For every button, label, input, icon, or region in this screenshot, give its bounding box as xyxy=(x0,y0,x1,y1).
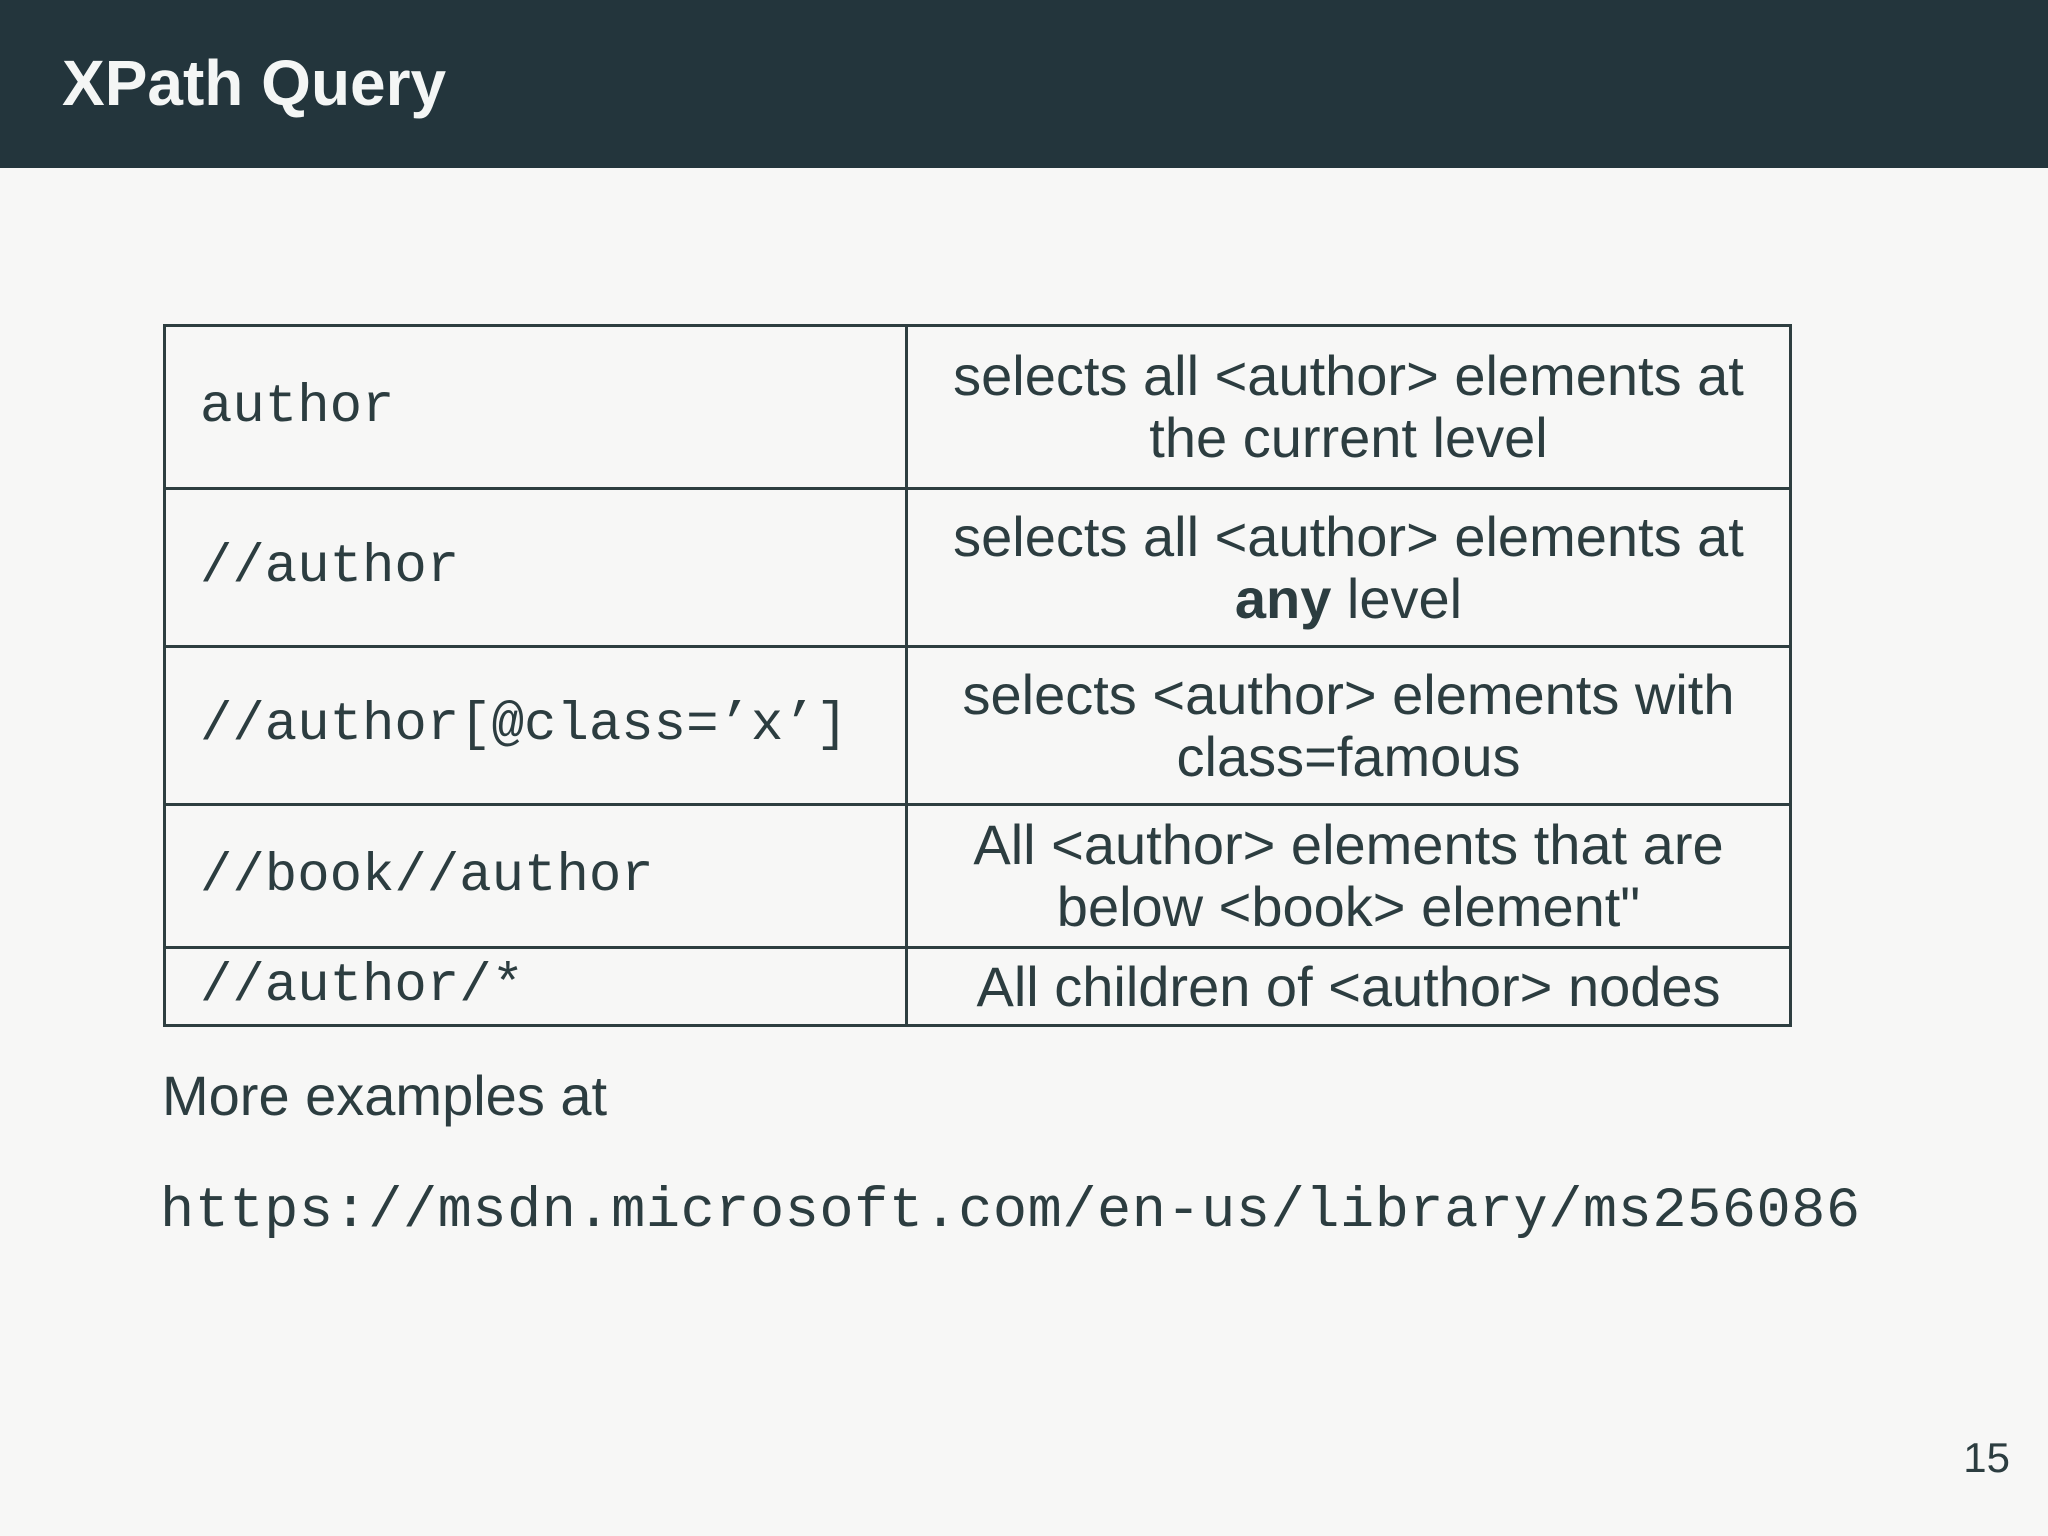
table-row: //author/* All children of <author> nodes xyxy=(163,946,1792,1027)
description-line: class=famous xyxy=(1176,724,1521,788)
xpath-query-cell: //author[@class=’x’] xyxy=(163,645,908,806)
examples-url: https://msdn.microsoft.com/en-us/library… xyxy=(160,1180,1861,1244)
xpath-description-cell: All children of <author> nodes xyxy=(905,946,1792,1027)
xpath-query-cell: //author/* xyxy=(163,946,908,1027)
xpath-query-cell: //book//author xyxy=(163,803,908,949)
xpath-query-cell: author xyxy=(163,324,908,490)
xpath-query-cell: //author xyxy=(163,487,908,648)
description-line: All children of <author> nodes xyxy=(976,954,1721,1018)
description-line: below <book> element" xyxy=(1056,875,1641,938)
page-number: 15 xyxy=(1963,1434,2010,1481)
table-row: //author[@class=’x’]selects <author> ele… xyxy=(163,645,1792,806)
slide-header: XPath Query xyxy=(0,0,2048,168)
description-line: any level xyxy=(1234,566,1463,630)
description-line: All <author> elements that are xyxy=(973,813,1724,877)
description-line: selects all <author> elements at xyxy=(953,504,1744,568)
description-line: the current level xyxy=(1149,406,1548,469)
description-line: selects <author> elements with xyxy=(962,662,1735,726)
more-examples-text: More examples at xyxy=(162,1064,608,1127)
slide-title: XPath Query xyxy=(62,47,447,119)
description-line: selects all <author> elements at xyxy=(953,344,1744,408)
